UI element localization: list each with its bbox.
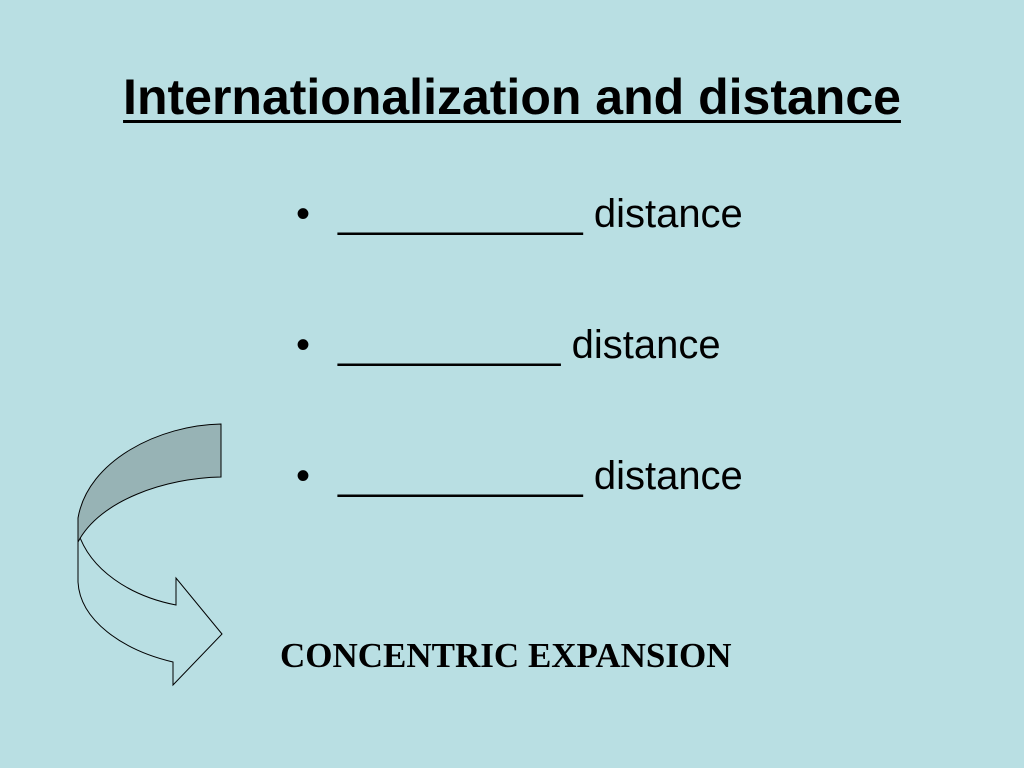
bullet-text: __________ distance [338, 323, 721, 367]
arrow-band-outer [77, 518, 223, 687]
bullet-text: ___________ distance [338, 192, 743, 236]
bullet-dot: • [296, 323, 311, 367]
arrow-band-top [77, 423, 222, 543]
bullet-dot: • [296, 454, 311, 498]
bullet-dot: • [296, 192, 311, 236]
slide-title-text: Internationalization and distance [123, 69, 901, 125]
bullet-text: ___________ distance [338, 454, 743, 498]
slide-title: Internationalization and distance [0, 66, 1024, 128]
caption: CONCENTRIC EXPANSION [280, 636, 732, 675]
curved-arrow-icon [77, 423, 223, 687]
